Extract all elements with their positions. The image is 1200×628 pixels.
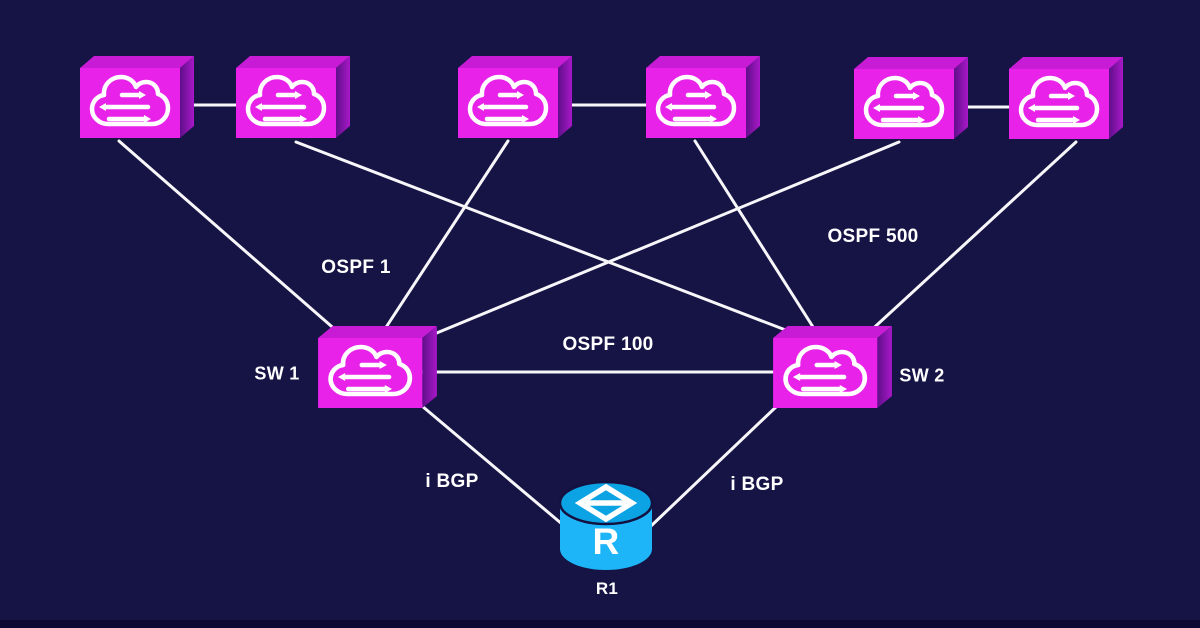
link-sw-1-r1 (420, 404, 564, 526)
router-letter: R (592, 521, 620, 562)
edge-label-ospf-100: OSPF 100 (562, 334, 654, 355)
edge-label-ospf-1: OSPF 1 (321, 257, 391, 278)
cloud-node-3 (456, 54, 574, 140)
switch-2-label: SW 2 (899, 365, 945, 386)
link-cloud-4-sw-2 (693, 139, 822, 340)
cloud-node-4 (644, 54, 762, 140)
link-cloud-6-sw-2 (864, 140, 1078, 337)
switch-node-sw2 (771, 324, 894, 410)
cloud-node-2 (234, 54, 352, 140)
switch-node-sw1 (316, 324, 439, 410)
cloud-node-1 (78, 54, 196, 140)
link-cloud-2-sw-2 (294, 140, 811, 341)
link-cloud-3-sw-1 (377, 139, 510, 340)
switch-1-label: SW 1 (254, 363, 300, 384)
link-cloud-5-sw-1 (425, 140, 901, 339)
footer-strip (0, 620, 1200, 628)
link-sw-2-r1 (649, 404, 779, 528)
cloud-node-5 (852, 55, 970, 141)
edge-label-ibgp-left: i BGP (425, 471, 479, 492)
edge-label-ibgp-right: i BGP (730, 474, 784, 495)
router-node-r1 (558, 480, 654, 570)
link-cloud-1-sw-1 (117, 139, 348, 341)
router-label: R1 (595, 579, 619, 598)
cloud-node-6 (1007, 55, 1125, 141)
edge-label-ospf-500: OSPF 500 (827, 226, 919, 247)
routing-diamond-icon (574, 483, 638, 523)
